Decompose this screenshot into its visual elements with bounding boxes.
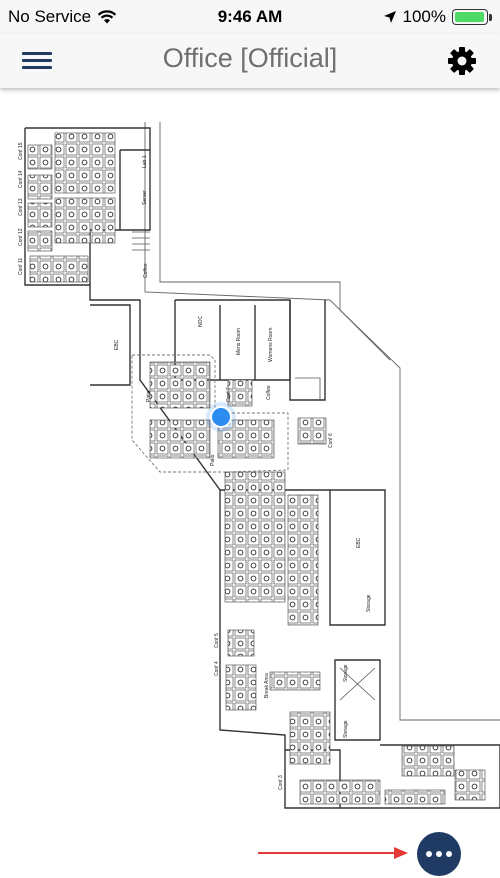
label-conf5: Conf 5 (214, 633, 220, 648)
gear-icon (448, 47, 476, 75)
carrier-text: No Service (8, 7, 92, 26)
label-coffee-top: Coffee (143, 263, 149, 278)
label-noc: NOC (198, 316, 204, 328)
label-server: Server (142, 190, 148, 205)
wifi-icon (97, 10, 117, 24)
location-arrow-icon (383, 11, 396, 23)
label-storage-right: Storage (366, 594, 372, 612)
label-lab1: Lab 1 (142, 155, 148, 168)
label-ebc-left: EBC (114, 339, 120, 350)
more-options-button[interactable] (417, 832, 461, 876)
battery-icon (452, 9, 492, 25)
label-conf3: Conf 3 (278, 775, 284, 790)
nav-bar: Office [Official] (0, 34, 500, 88)
menu-button[interactable] (22, 48, 52, 74)
floor-plan-map[interactable]: Conf 15 Conf 14 Conf 13 Conf 12 Conf 11 … (0, 110, 500, 820)
status-left: No Service (8, 7, 117, 27)
hint-arrow (258, 847, 408, 859)
label-womens-room: Womens Room (268, 328, 274, 362)
label-patio-top: Patio (146, 390, 152, 402)
hamburger-menu-icon (22, 52, 52, 69)
label-conf7: Conf 7 (226, 387, 232, 402)
battery-percent: 100% (402, 7, 446, 26)
current-location-marker (206, 402, 236, 432)
label-conf13: Conf 13 (18, 198, 24, 216)
label-coffee-mid: Coffee (266, 385, 272, 400)
label-break-area: Break Area (264, 673, 270, 698)
more-dots-icon (426, 851, 452, 857)
label-conf15: Conf 15 (18, 142, 24, 160)
label-storage-mid: Storage (343, 664, 349, 682)
label-conf12: Conf 12 (18, 228, 24, 246)
label-mens-room: Mens Room (236, 328, 242, 355)
label-conf11: Conf 11 (18, 258, 24, 275)
page-title: Office [Official] (162, 43, 338, 73)
status-right: 100% (383, 7, 492, 27)
label-storage-low: Storage (343, 720, 349, 738)
label-ebc-right: EBC (356, 537, 362, 548)
status-bar: No Service 9:46 AM 100% (0, 0, 500, 34)
settings-button[interactable] (446, 45, 478, 77)
battery-fill (455, 12, 484, 22)
label-conf6: Conf 6 (328, 433, 334, 448)
label-patio-bottom: Patio (210, 454, 216, 466)
label-conf4: Conf 4 (214, 661, 220, 676)
status-time: 9:46 AM (217, 7, 283, 26)
label-conf14: Conf 14 (18, 170, 24, 188)
